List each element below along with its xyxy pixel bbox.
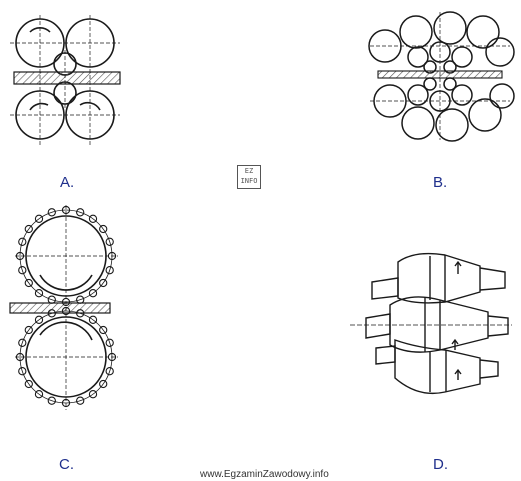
planet-roll [105,367,114,376]
planet-roll [88,390,98,399]
planet-roll [34,214,44,223]
planet-roll [18,266,27,275]
diagram-b [368,11,515,142]
diagram-c [9,205,118,410]
planet-roll [107,251,117,261]
planet-roll [24,379,33,389]
planet-roll [88,214,98,223]
planet-roll [76,208,85,217]
planet-roll [15,251,25,261]
planet-roll [18,237,27,246]
option-a-label: A. [60,174,75,191]
watermark-url: www.EgzaminZawodowy.info [200,469,329,480]
option-d-label: D. [433,456,448,473]
option-b-label: B. [433,174,448,191]
logo-line-1: EZ [244,167,254,175]
planet-roll [18,338,27,347]
planet-roll [88,315,98,324]
planet-roll [99,379,108,389]
planet-roll [61,306,71,316]
planet-roll [47,208,56,217]
planet-roll [24,224,33,234]
planet-roll [47,295,56,304]
planet-roll [99,224,108,234]
planet-roll [47,396,56,405]
planet-roll [76,295,85,304]
planet-roll [34,289,44,298]
option-c-label: C. [59,456,74,473]
planet-roll [99,278,108,288]
planet-roll [24,278,33,288]
logo-line-2: INFO [240,177,258,185]
site-logo: EZ INFO [237,165,261,189]
planet-roll [76,396,85,405]
planet-roll [24,325,33,335]
diagram-d [350,252,512,395]
diagram-a [10,15,121,145]
planet-roll [34,390,44,399]
planet-roll [34,315,44,324]
planet-roll [18,367,27,376]
planet-roll [105,266,114,275]
planet-roll [99,325,108,335]
planet-roll [105,338,114,347]
planet-roll [61,205,71,215]
planet-roll [105,237,114,246]
planet-roll [88,289,98,298]
planet-roll [61,297,71,307]
planet-roll [107,352,117,362]
planet-roll [76,309,85,318]
planet-roll [47,309,56,318]
planet-roll [15,352,25,362]
planet-roll [61,398,71,408]
